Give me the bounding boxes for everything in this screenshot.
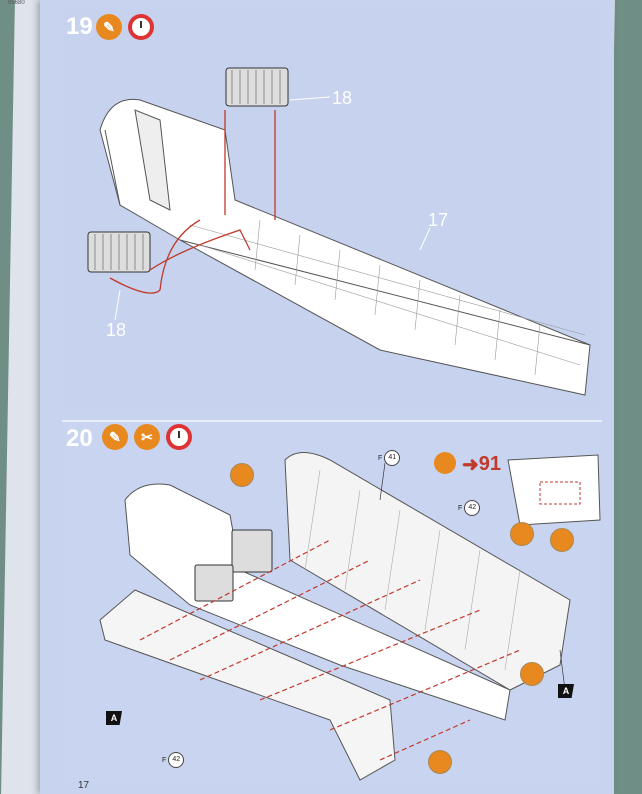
step-20-number: 20	[66, 425, 93, 452]
clock-icon	[166, 424, 192, 450]
glue-icon: ✎	[96, 14, 122, 40]
tag-number: 42	[168, 752, 185, 768]
part-label-rack-left: 18	[106, 320, 127, 340]
glue-spot-icon	[520, 662, 544, 686]
cutter-icon: ✂	[134, 424, 160, 450]
arrow-icon: ➜	[462, 454, 479, 476]
paint-number: 91	[478, 453, 502, 475]
page-number: 17	[78, 780, 90, 791]
clock-icon	[128, 14, 154, 40]
step-19-number: 19	[66, 13, 93, 40]
cutter-icon	[550, 528, 574, 552]
tag-prefix: F	[162, 756, 167, 764]
tag-prefix: F	[378, 454, 383, 462]
marker-a-left: A	[106, 711, 122, 725]
glue-spot-icon	[428, 750, 452, 774]
tag-number: 41	[384, 450, 401, 466]
tag-prefix: F	[458, 504, 463, 512]
optional-icon	[510, 522, 534, 546]
glue-spot-icon	[230, 463, 254, 487]
paint-reference: ➜91	[462, 452, 501, 477]
paint-pot-icon	[434, 452, 456, 474]
glue-icon: ✎	[102, 424, 128, 450]
corner-code: 05680	[8, 0, 25, 6]
part-label-floor: 17	[428, 210, 449, 230]
part-label-rack-top: 18	[332, 88, 353, 108]
marker-a-right: A	[558, 684, 574, 698]
tag-number: 42	[464, 500, 481, 516]
